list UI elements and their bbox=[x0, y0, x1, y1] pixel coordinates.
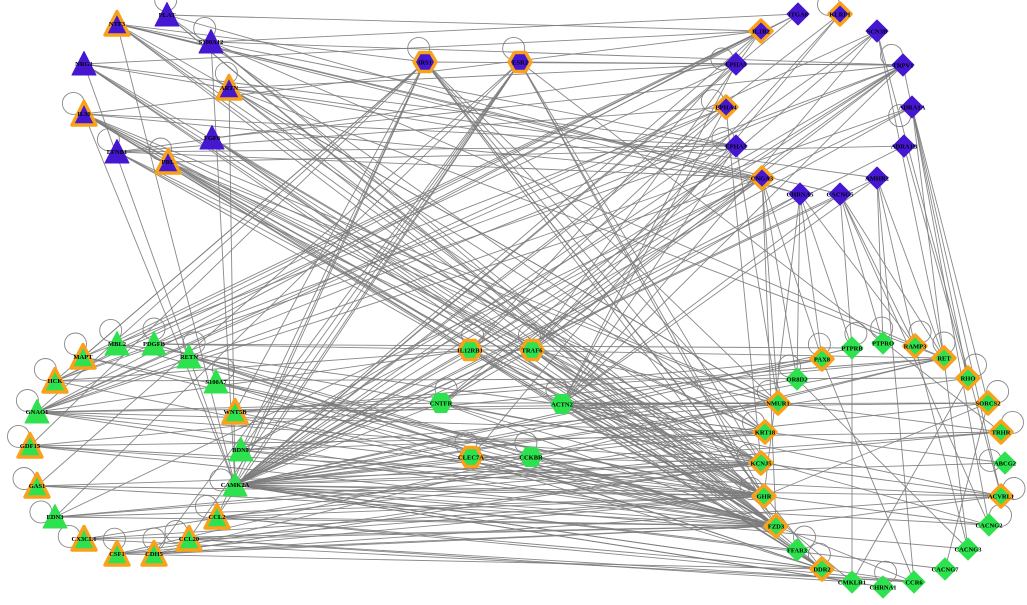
svg-text:CHRNA5: CHRNA5 bbox=[786, 192, 814, 199]
svg-text:GDF15: GDF15 bbox=[20, 443, 41, 450]
svg-text:CLEC7A: CLEC7A bbox=[458, 455, 484, 462]
svg-text:EPHA5: EPHA5 bbox=[725, 62, 747, 69]
svg-text:MBL2: MBL2 bbox=[108, 341, 126, 348]
svg-text:MAPT: MAPT bbox=[73, 354, 93, 361]
svg-text:IL1R2: IL1R2 bbox=[752, 29, 770, 36]
svg-text:PDGFB: PDGFB bbox=[143, 341, 166, 348]
svg-text:GAS1: GAS1 bbox=[29, 483, 46, 490]
svg-text:FZD3: FZD3 bbox=[768, 524, 785, 531]
svg-text:OR8D2: OR8D2 bbox=[787, 377, 808, 384]
svg-text:GNAO1: GNAO1 bbox=[26, 409, 49, 416]
svg-text:IL30: IL30 bbox=[77, 111, 90, 118]
svg-text:NRG1: NRG1 bbox=[75, 61, 93, 68]
svg-text:CACNG3: CACNG3 bbox=[954, 547, 982, 554]
svg-text:EFNB1: EFNB1 bbox=[107, 149, 128, 156]
svg-text:RETN: RETN bbox=[180, 354, 198, 361]
svg-text:IRS1: IRS1 bbox=[418, 60, 432, 67]
svg-text:CACNG2: CACNG2 bbox=[975, 523, 1002, 530]
svg-text:NMUR1: NMUR1 bbox=[766, 401, 789, 408]
svg-text:S100A12: S100A12 bbox=[199, 39, 224, 46]
svg-text:AMHR2: AMHR2 bbox=[865, 176, 889, 183]
svg-text:PLAT: PLAT bbox=[159, 12, 177, 19]
svg-text:ADRA1B: ADRA1B bbox=[891, 144, 918, 151]
svg-text:CAMK2A: CAMK2A bbox=[221, 482, 250, 489]
svg-text:SORCS2: SORCS2 bbox=[976, 401, 1001, 408]
svg-text:CDH5: CDH5 bbox=[145, 551, 163, 558]
svg-text:ADRA1A: ADRA1A bbox=[899, 105, 926, 112]
svg-text:CACNG7: CACNG7 bbox=[931, 567, 959, 574]
svg-text:KRT18: KRT18 bbox=[755, 430, 776, 437]
svg-text:EDN3: EDN3 bbox=[47, 514, 65, 521]
svg-text:ESR2: ESR2 bbox=[512, 60, 528, 67]
svg-text:ABCG2: ABCG2 bbox=[994, 461, 1016, 468]
svg-text:PAX8: PAX8 bbox=[814, 357, 831, 364]
svg-text:TRAF6: TRAF6 bbox=[522, 348, 544, 355]
svg-text:EPHA3: EPHA3 bbox=[725, 144, 747, 151]
svg-text:IL12RB1: IL12RB1 bbox=[457, 348, 483, 355]
svg-text:ACTN2: ACTN2 bbox=[551, 402, 573, 409]
svg-text:RAMP3: RAMP3 bbox=[904, 344, 927, 351]
svg-text:KCNJ5: KCNJ5 bbox=[751, 461, 773, 468]
svg-text:FGF6: FGF6 bbox=[204, 135, 221, 142]
svg-text:KLRF1: KLRF1 bbox=[829, 12, 850, 19]
svg-text:TRHR: TRHR bbox=[992, 430, 1011, 437]
svg-text:SCN3B: SCN3B bbox=[867, 29, 888, 36]
svg-text:CACNG5: CACNG5 bbox=[826, 192, 854, 199]
svg-text:WNT5B: WNT5B bbox=[223, 409, 247, 416]
svg-text:EPHA4: EPHA4 bbox=[715, 105, 737, 112]
svg-text:CCL2: CCL2 bbox=[209, 514, 226, 521]
svg-text:CCL20: CCL20 bbox=[179, 536, 199, 543]
svg-text:CCR6: CCR6 bbox=[905, 580, 923, 587]
svg-text:ACVRL1: ACVRL1 bbox=[988, 494, 1014, 501]
svg-text:HCK: HCK bbox=[48, 378, 63, 385]
svg-text:CX3CL1: CX3CL1 bbox=[72, 536, 97, 543]
svg-text:TRPV1: TRPV1 bbox=[893, 63, 914, 70]
svg-text:CHRNA1: CHRNA1 bbox=[869, 585, 896, 592]
svg-text:ITGA8: ITGA8 bbox=[788, 12, 809, 19]
svg-text:NTF3: NTF3 bbox=[109, 21, 126, 28]
svg-text:S100A7: S100A7 bbox=[205, 379, 227, 386]
svg-text:CSF1: CSF1 bbox=[109, 551, 125, 558]
svg-text:CNTFR: CNTFR bbox=[430, 401, 453, 408]
svg-text:DDR2: DDR2 bbox=[813, 567, 830, 574]
svg-text:CNGA3: CNGA3 bbox=[751, 176, 774, 183]
svg-text:RET: RET bbox=[937, 356, 951, 363]
svg-text:PTPRO: PTPRO bbox=[872, 341, 894, 348]
svg-text:GHR: GHR bbox=[757, 494, 772, 501]
svg-text:FFAR3: FFAR3 bbox=[787, 548, 808, 555]
svg-text:PTPRB: PTPRB bbox=[841, 346, 863, 353]
svg-text:CMKLR1: CMKLR1 bbox=[838, 580, 866, 587]
svg-text:ARTN: ARTN bbox=[220, 85, 238, 92]
svg-text:BDNF: BDNF bbox=[232, 447, 250, 454]
svg-text:PRL: PRL bbox=[162, 159, 176, 166]
svg-text:RHO: RHO bbox=[961, 376, 976, 383]
svg-text:CCKBR: CCKBR bbox=[519, 455, 543, 462]
